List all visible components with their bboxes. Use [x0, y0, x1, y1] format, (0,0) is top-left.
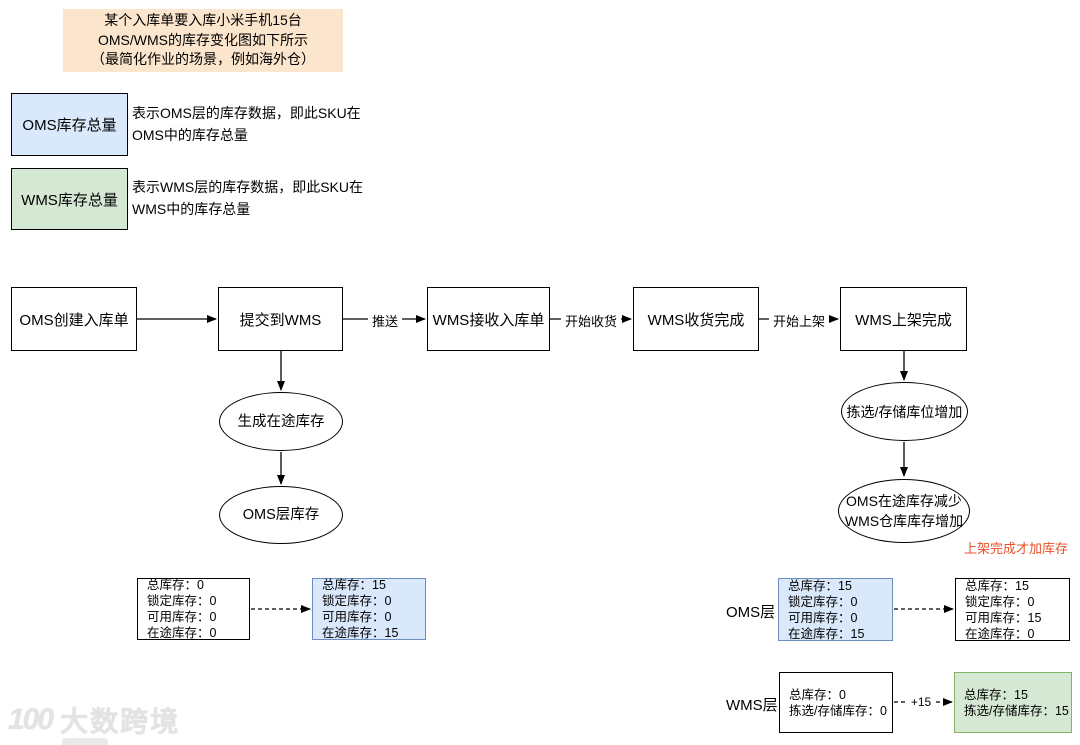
flow-node-wms-receive-order: WMS接收入库单 — [427, 287, 550, 351]
state-box-oms-before: 总库存：15 锁定库存：0 可用库存：0 在途库存：15 — [778, 578, 893, 641]
flow-node-label: WMS上架完成 — [855, 311, 952, 329]
edge-label-push: 推送 — [367, 311, 403, 330]
state-line: 可用库存：0 — [788, 610, 858, 625]
state-line: 总库存：0 — [147, 578, 204, 592]
state-line: 总库存：15 — [964, 687, 1028, 702]
watermark: 100 大数跨境 — [8, 700, 180, 740]
legend-wms-desc-line: 表示WMS层的库存数据，即此SKU在 — [132, 179, 363, 195]
flow-node-oms-create: OMS创建入库单 — [11, 287, 137, 351]
state-box-initial-after: 总库存：15 锁定库存：0 可用库存：0 在途库存：15 — [312, 578, 426, 640]
flow-node-wms-shelved: WMS上架完成 — [840, 287, 967, 351]
banner-line: 某个入库单要入库小米手机15台 — [104, 12, 302, 29]
ellipse-oms-decrease-wms-increase: OMS在途库存减少 WMS仓库库存增加 — [838, 479, 970, 543]
ellipse-label-line: OMS在途库存减少 — [846, 493, 962, 509]
ellipse-label: 生成在途库存 — [237, 413, 325, 430]
state-line: 锁定库存：0 — [965, 594, 1035, 609]
state-line: 总库存：15 — [322, 578, 386, 592]
state-line: 可用库存：15 — [965, 610, 1042, 625]
legend-oms-desc: 表示OMS层的库存数据，即此SKU在 OMS中的库存总量 — [132, 102, 361, 146]
ellipse-pick-storage-increase: 拣选/存储库位增加 — [841, 382, 968, 441]
ellipse-oms-layer-stock: OMS层库存 — [219, 486, 343, 544]
ellipse-label: OMS层库存 — [242, 507, 320, 523]
flow-node-label: WMS接收入库单 — [432, 311, 545, 329]
state-box-wms-before: 总库存：0 拣选/存储库存：0 — [779, 672, 893, 733]
legend-wms-label: WMS库存总量 — [21, 191, 118, 209]
flow-node-label: OMS创建入库单 — [19, 311, 129, 329]
state-line: 拣选/存储库存：0 — [789, 703, 887, 718]
legend-oms-desc-line: 表示OMS层的库存数据，即此SKU在 — [132, 105, 361, 121]
watermark-text: 大数跨境 — [60, 706, 181, 737]
edge-label-plus15: +15 — [906, 695, 936, 709]
ellipse-label: 拣选/存储库位增加 — [846, 403, 963, 420]
watermark-artifact — [62, 738, 108, 745]
legend-oms-box: OMS库存总量 — [11, 93, 128, 156]
ellipse-label-line: WMS仓库库存增加 — [844, 513, 964, 529]
state-box-initial-before: 总库存：0 锁定库存：0 可用库存：0 在途库存：0 — [137, 578, 250, 640]
edge-label-start-receiving: 开始收货 — [560, 311, 622, 330]
state-line: 总库存：15 — [788, 578, 852, 593]
legend-wms-desc: 表示WMS层的库存数据，即此SKU在 WMS中的库存总量 — [132, 176, 363, 220]
legend-oms-desc-line: OMS中的库存总量 — [132, 127, 248, 143]
flow-node-submit-wms: 提交到WMS — [218, 287, 343, 351]
state-line: 锁定库存：0 — [788, 594, 858, 609]
note-shelve-complete: 上架完成才加库存 — [964, 541, 1069, 556]
row-label-oms-layer: OMS层 — [726, 604, 776, 621]
state-line: 在途库存：0 — [147, 626, 217, 640]
state-line: 在途库存：15 — [322, 626, 399, 640]
legend-wms-box: WMS库存总量 — [11, 168, 128, 230]
banner-line: （最简化作业的场景，例如海外仓） — [91, 51, 315, 68]
state-line: 可用库存：0 — [322, 610, 392, 624]
banner-line: OMS/WMS的库存变化图如下所示 — [98, 31, 308, 48]
watermark-logo: 100 — [8, 703, 54, 736]
edge-label-start-shelving: 开始上架 — [768, 311, 830, 330]
row-label-wms-layer: WMS层 — [726, 697, 778, 714]
state-line: 在途库存：0 — [965, 626, 1035, 641]
state-box-oms-after: 总库存：15 锁定库存：0 可用库存：15 在途库存：0 — [955, 578, 1070, 641]
state-line: 可用库存：0 — [147, 610, 217, 624]
legend-oms-label: OMS库存总量 — [22, 117, 117, 134]
flow-node-label: WMS收货完成 — [647, 311, 745, 329]
state-line: 锁定库存：0 — [322, 594, 392, 608]
flow-node-wms-received: WMS收货完成 — [633, 287, 759, 351]
state-box-wms-after: 总库存：15 拣选/存储库存：15 — [954, 672, 1072, 733]
state-line: 总库存：0 — [789, 687, 846, 702]
state-line: 锁定库存：0 — [147, 594, 217, 608]
ellipse-generate-transit-stock: 生成在途库存 — [219, 392, 343, 451]
state-line: 总库存：15 — [965, 578, 1029, 593]
state-line: 拣选/存储库存：15 — [964, 703, 1069, 718]
flow-node-label: 提交到WMS — [239, 311, 322, 329]
state-line: 在途库存：15 — [788, 626, 865, 641]
title-banner: 某个入库单要入库小米手机15台 OMS/WMS的库存变化图如下所示 （最简化作业… — [63, 9, 343, 72]
legend-wms-desc-line: WMS中的库存总量 — [132, 201, 251, 217]
